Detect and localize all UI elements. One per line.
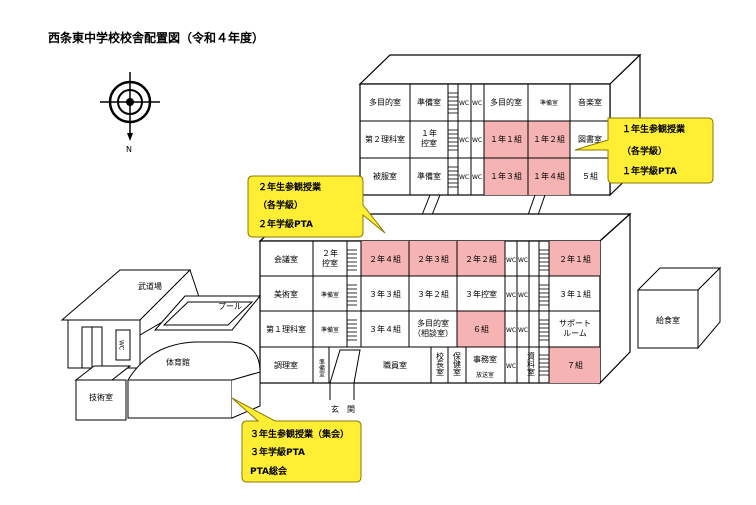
- room-label: 図書室: [578, 134, 602, 144]
- room-label: 美術室: [274, 289, 298, 299]
- room-label: 第１理科室: [266, 324, 306, 334]
- room-label-class: ３年１組: [559, 289, 591, 299]
- room-label: 準備室: [417, 171, 441, 181]
- gijutsu-building: [74, 365, 132, 421]
- entrance: [329, 349, 361, 400]
- small-wc-block: [115, 329, 131, 361]
- room-label: 調理室: [274, 360, 298, 370]
- callout-grade2-line1: ２年生参観授業: [258, 181, 322, 193]
- room-label-class: ２年４組: [369, 254, 401, 264]
- room-label-class: １年２組: [533, 134, 565, 144]
- room-label: 準備室: [417, 97, 441, 107]
- room-label: WC: [459, 174, 469, 181]
- south-building: [258, 212, 632, 385]
- room-label-class: ３年２組: [417, 289, 449, 299]
- room-label: ２年控室: [322, 248, 338, 268]
- entrance-label: 玄 関: [331, 404, 355, 414]
- callout-grade1-line1: １年生参観授業: [622, 123, 686, 135]
- callout-grade3-line3: PTA総会: [250, 465, 288, 477]
- room-sub-label: 放送室: [476, 371, 494, 379]
- room-label: 資料室: [527, 351, 536, 376]
- small-wc-label: WC: [118, 340, 125, 350]
- pool-label: プール: [218, 302, 242, 311]
- room-label: 被服室: [373, 171, 397, 181]
- gym-label: 体育館: [166, 357, 190, 367]
- callout-grade2: ２年生参観授業 （各学級） ２年学級PTA: [247, 175, 386, 238]
- room-label: WC: [472, 137, 482, 144]
- connecting-corridor: [421, 194, 546, 216]
- room-label: 会議室: [274, 254, 298, 264]
- room-label: WC: [506, 257, 516, 264]
- room-label: WC: [472, 100, 482, 107]
- callout-grade3-line1: ３年生参観授業（集会）: [250, 428, 349, 440]
- room-label: 多目的室: [369, 97, 401, 107]
- room-label-class: ６組: [473, 324, 489, 334]
- callout-grade1-line2: （各学級）: [622, 145, 667, 157]
- room-label: 職員室: [383, 360, 407, 370]
- callout-grade2-line2: （各学級）: [258, 199, 303, 211]
- room-label: WC: [518, 327, 528, 334]
- room-label: 事務室: [473, 354, 497, 364]
- room-label: WC: [518, 292, 528, 299]
- room-label: 多目的室: [490, 97, 522, 107]
- room-label: １年控室: [421, 128, 437, 148]
- room-label-class: ３年４組: [369, 324, 401, 334]
- room-label: WC: [459, 137, 469, 144]
- callout-grade3: ３年生参観授業（集会） ３年学級PTA PTA総会: [231, 397, 362, 483]
- kyushoku-label: 給食室: [656, 315, 680, 325]
- callout-grade1-line3: １年学級PTA: [622, 165, 677, 177]
- callout-grade2-line3: ２年学級PTA: [258, 218, 313, 230]
- room-label: 保健室: [453, 351, 462, 376]
- room-label-class: １年１組: [490, 134, 522, 144]
- room-label: サポートルーム: [559, 319, 591, 338]
- room-label: ３年控室: [465, 289, 497, 299]
- callout-grade1: １年生参観授業 （各学級） １年学級PTA: [574, 117, 714, 184]
- room-label-class: ２年２組: [465, 254, 497, 264]
- page-title: 西条東中学校校舎配置図（令和４年度）: [48, 30, 264, 45]
- gym-building: [127, 341, 261, 419]
- budojo-building: [60, 269, 201, 369]
- room-label: 準備室: [321, 326, 339, 334]
- room-label: ５組: [582, 171, 598, 181]
- room-label-class: １年３組: [490, 171, 522, 181]
- room-label: 準備室: [321, 291, 339, 299]
- room-label: 準備室: [540, 99, 558, 107]
- compass-n-label: N: [126, 145, 132, 154]
- room-label: 音楽室: [578, 97, 602, 107]
- room-label: WC: [506, 292, 516, 299]
- room-label: WC: [472, 174, 482, 181]
- room-label: 第２理科室: [365, 134, 405, 144]
- pool-building: [153, 295, 262, 331]
- room-label: WC: [506, 363, 516, 370]
- room-label: 校長室: [436, 351, 445, 376]
- room-label: 準備室: [318, 358, 325, 377]
- compass-icon: [100, 72, 160, 141]
- room-label: WC: [506, 327, 516, 334]
- room-label: WC: [518, 257, 528, 264]
- room-label-class: ２年１組: [559, 254, 591, 264]
- room-label: WC: [459, 100, 469, 107]
- gijutsu-label: 技術室: [89, 392, 113, 402]
- room-label: 多目的室（相談室）: [413, 318, 453, 338]
- room-label-class: ７組: [567, 360, 583, 370]
- room-label-class: １年４組: [533, 171, 565, 181]
- budojo-label: 武道場: [138, 281, 162, 291]
- kyushoku-building: [636, 266, 722, 350]
- room-label-class: ２年３組: [417, 254, 449, 264]
- room-label-class: ３年３組: [369, 289, 401, 299]
- callout-grade3-line2: ３年学級PTA: [250, 446, 305, 458]
